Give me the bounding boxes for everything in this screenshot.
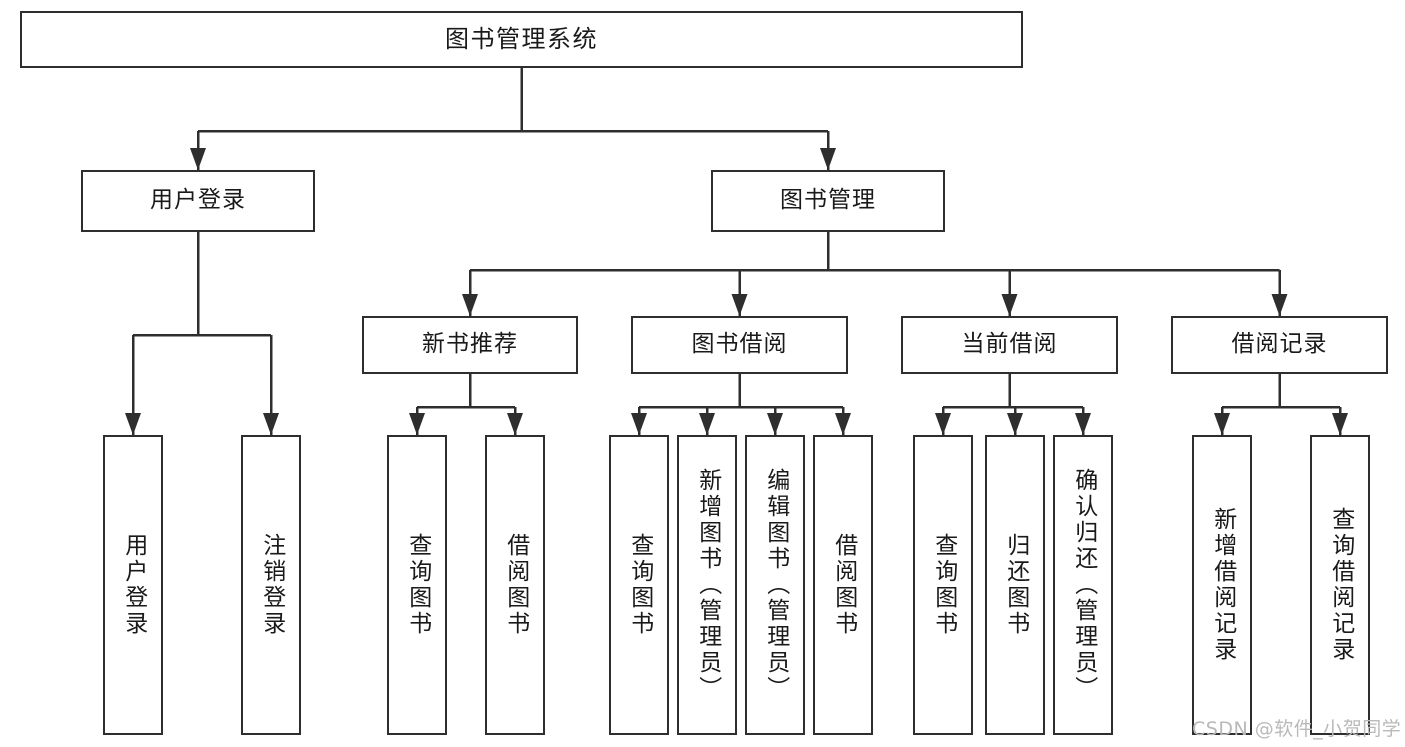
node-new_book_rec[interactable]: 新书推荐 — [362, 316, 578, 374]
node-label: 借阅图书 — [830, 533, 857, 637]
csdn-watermark: CSDN @软件_小贺同学 — [1192, 718, 1402, 740]
node-book_manage[interactable]: 图书管理 — [711, 170, 945, 232]
node-label: 归还图书 — [1002, 533, 1029, 637]
node-label: 查询图书 — [930, 533, 957, 637]
node-label: 新增图书（管理员） — [694, 468, 721, 702]
node-current_borrow[interactable]: 当前借阅 — [901, 316, 1118, 374]
node-leaf_bb_borrow[interactable]: 借阅图书 — [813, 435, 873, 735]
node-label: 用户登录 — [150, 187, 246, 214]
node-borrow_record[interactable]: 借阅记录 — [1171, 316, 1388, 374]
node-leaf_bb_add[interactable]: 新增图书（管理员） — [677, 435, 737, 735]
node-label: 确认归还（管理员） — [1070, 468, 1097, 702]
node-label: 图书管理系统 — [445, 25, 598, 54]
node-label: 注销登录 — [258, 533, 285, 637]
node-label: 图书管理 — [780, 187, 876, 214]
node-label: 查询图书 — [404, 533, 431, 637]
node-label: 借阅记录 — [1231, 331, 1328, 358]
node-label: 当前借阅 — [961, 331, 1058, 358]
node-label: 查询图书 — [626, 533, 653, 637]
node-book_borrow[interactable]: 图书借阅 — [631, 316, 848, 374]
node-leaf_user_login[interactable]: 用户登录 — [103, 435, 163, 735]
node-root[interactable]: 图书管理系统 — [20, 11, 1023, 68]
node-leaf_bb_edit[interactable]: 编辑图书（管理员） — [745, 435, 805, 735]
node-label: 新增借阅记录 — [1209, 507, 1236, 663]
node-label: 图书借阅 — [691, 331, 788, 358]
node-label: 新书推荐 — [422, 331, 518, 358]
node-leaf_bb_query[interactable]: 查询图书 — [609, 435, 669, 735]
node-leaf_nbr_borrow[interactable]: 借阅图书 — [485, 435, 545, 735]
node-label: 编辑图书（管理员） — [762, 468, 789, 702]
node-leaf_cb_query[interactable]: 查询图书 — [913, 435, 973, 735]
node-label: 借阅图书 — [502, 533, 529, 637]
node-user_login[interactable]: 用户登录 — [81, 170, 315, 232]
node-leaf_logout[interactable]: 注销登录 — [241, 435, 301, 735]
node-label: 用户登录 — [120, 533, 147, 637]
node-leaf_br_add[interactable]: 新增借阅记录 — [1192, 435, 1252, 735]
node-leaf_cb_return[interactable]: 归还图书 — [985, 435, 1045, 735]
node-leaf_cb_confirm[interactable]: 确认归还（管理员） — [1053, 435, 1113, 735]
node-leaf_nbr_query[interactable]: 查询图书 — [387, 435, 447, 735]
node-label: 查询借阅记录 — [1327, 507, 1354, 663]
node-leaf_br_query[interactable]: 查询借阅记录 — [1310, 435, 1370, 735]
